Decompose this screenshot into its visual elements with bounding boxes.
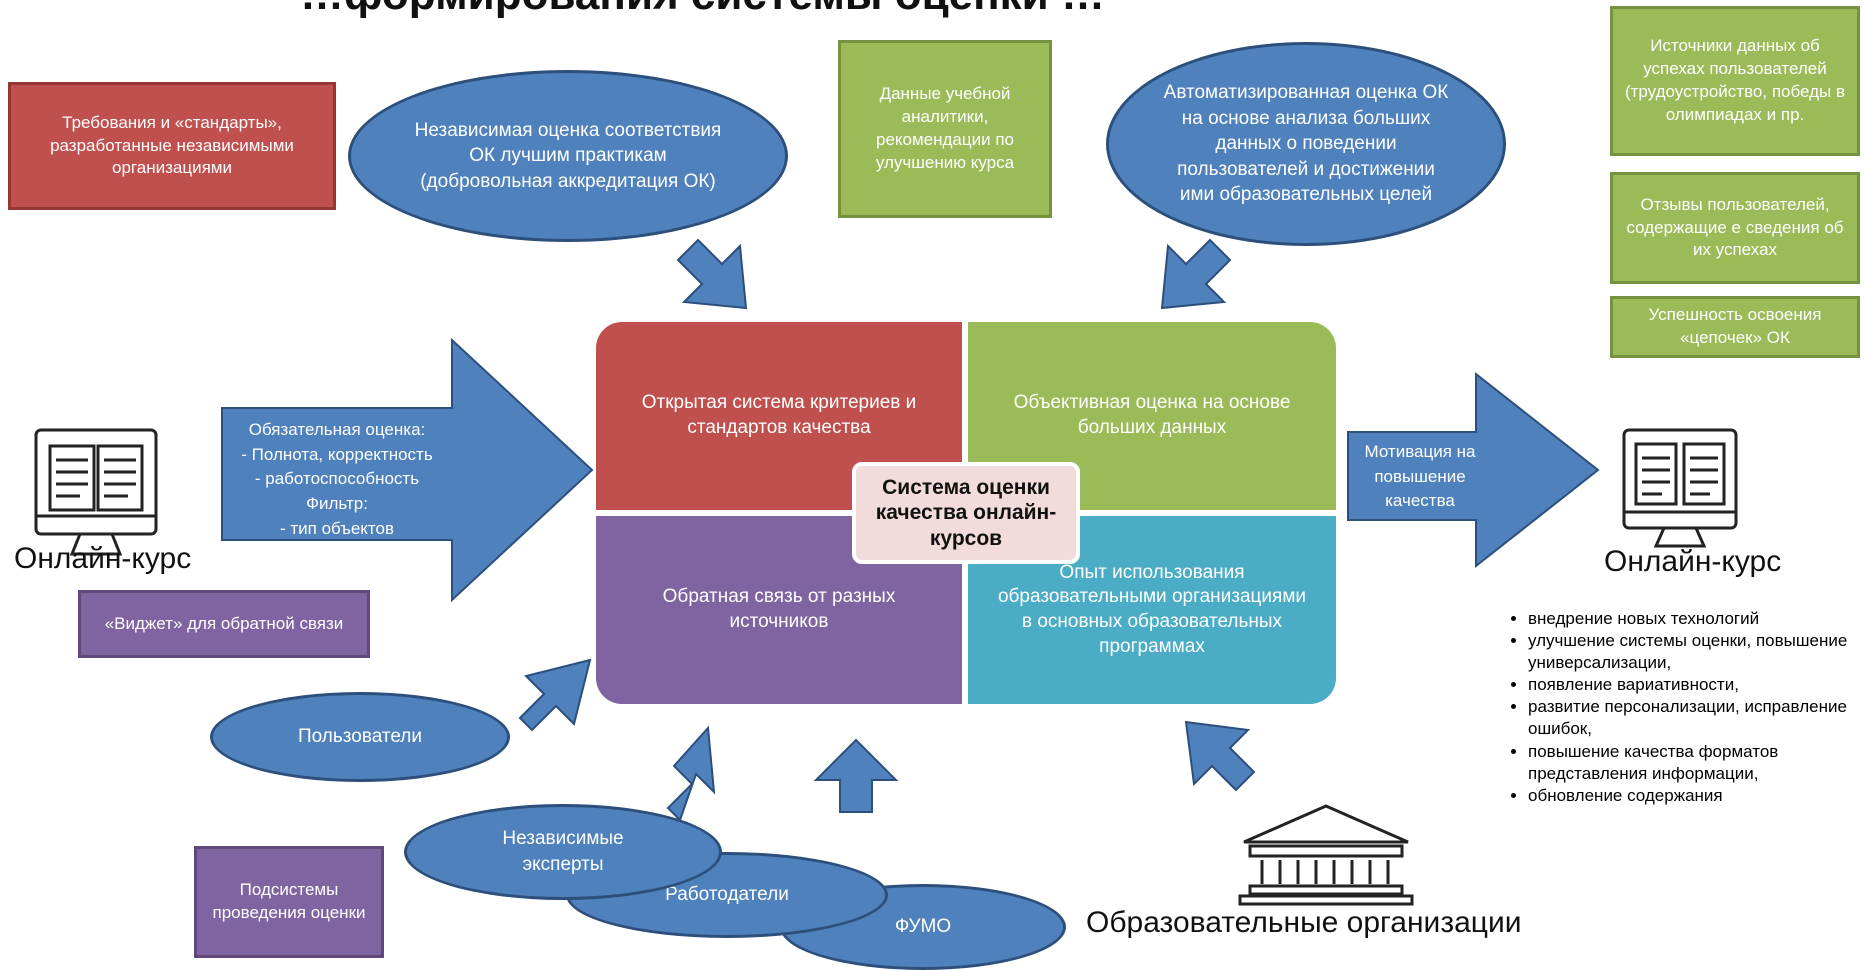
improvement-item: повышение качества форматов представлени…	[1528, 741, 1860, 785]
building-icon	[1238, 804, 1414, 906]
arrow-from-organizations	[1184, 720, 1256, 792]
organizations-label: Образовательные организации	[1086, 906, 1522, 939]
learning-analytics-box: Данные учебной аналитики, рекомендации п…	[838, 40, 1052, 218]
arrow-from-users	[518, 658, 592, 732]
requirements-box: Требования и «стандарты», разработанные …	[8, 82, 336, 210]
arrow-left-line: - тип объектов	[279, 518, 394, 538]
page-title: …формирования системы оценки …	[300, 0, 1300, 26]
improvements-list: внедрение новых технологий улучшение сис…	[1506, 608, 1860, 807]
automated-assessment-ellipse: Автоматизированная оценка ОК на основе а…	[1106, 42, 1506, 246]
center-label: Система оценки качества онлайн-курсов	[852, 462, 1080, 564]
online-course-right-icon	[1622, 428, 1738, 548]
arrow-left-line: - работоспособность	[254, 469, 420, 489]
source-box-1: Источники данных об успехах пользователе…	[1610, 6, 1860, 156]
improvement-item: улучшение системы оценки, повышение унив…	[1528, 630, 1860, 674]
independent-assessment-ellipse: Независимая оценка соответствия ОК лучши…	[348, 70, 788, 242]
online-course-left-label: Онлайн-курс	[14, 542, 192, 575]
arrow-from-employers	[813, 738, 899, 813]
arrow-left-line: - Полнота, корректность	[241, 444, 433, 464]
motivation-arrow	[1347, 371, 1600, 569]
mandatory-assessment-text: Обязательная оценка: - Полнота, корректн…	[222, 418, 452, 541]
arrow-from-experts	[666, 725, 716, 822]
arrow-to-q2	[1160, 238, 1232, 310]
arrow-left-line: Фильтр:	[306, 493, 368, 513]
experts-ellipse: Независимые эксперты	[404, 804, 722, 900]
improvement-item: обновление содержания	[1528, 785, 1860, 807]
improvement-item: развитие персонализации, исправление оши…	[1528, 696, 1860, 740]
subsystems-box: Подсистемы проведения оценки	[194, 846, 384, 958]
arrow-left-line: Обязательная оценка:	[248, 420, 426, 439]
improvement-item: внедрение новых технологий	[1528, 608, 1860, 630]
widget-box: «Виджет» для обратной связи	[78, 590, 370, 658]
source-box-3: Успешность освоения «цепочек» ОК	[1610, 296, 1860, 358]
source-box-2: Отзывы пользователей, содержащие е сведе…	[1610, 172, 1860, 284]
mandatory-assessment-arrow	[221, 337, 594, 603]
improvement-item: появление вариативности,	[1528, 674, 1860, 696]
users-ellipse: Пользователи	[210, 692, 510, 782]
online-course-right-label: Онлайн-курс	[1604, 545, 1782, 578]
arrow-to-q1	[676, 238, 748, 310]
motivation-text: Мотивация на повышение качества	[1364, 442, 1476, 511]
online-course-left-icon	[34, 428, 158, 556]
